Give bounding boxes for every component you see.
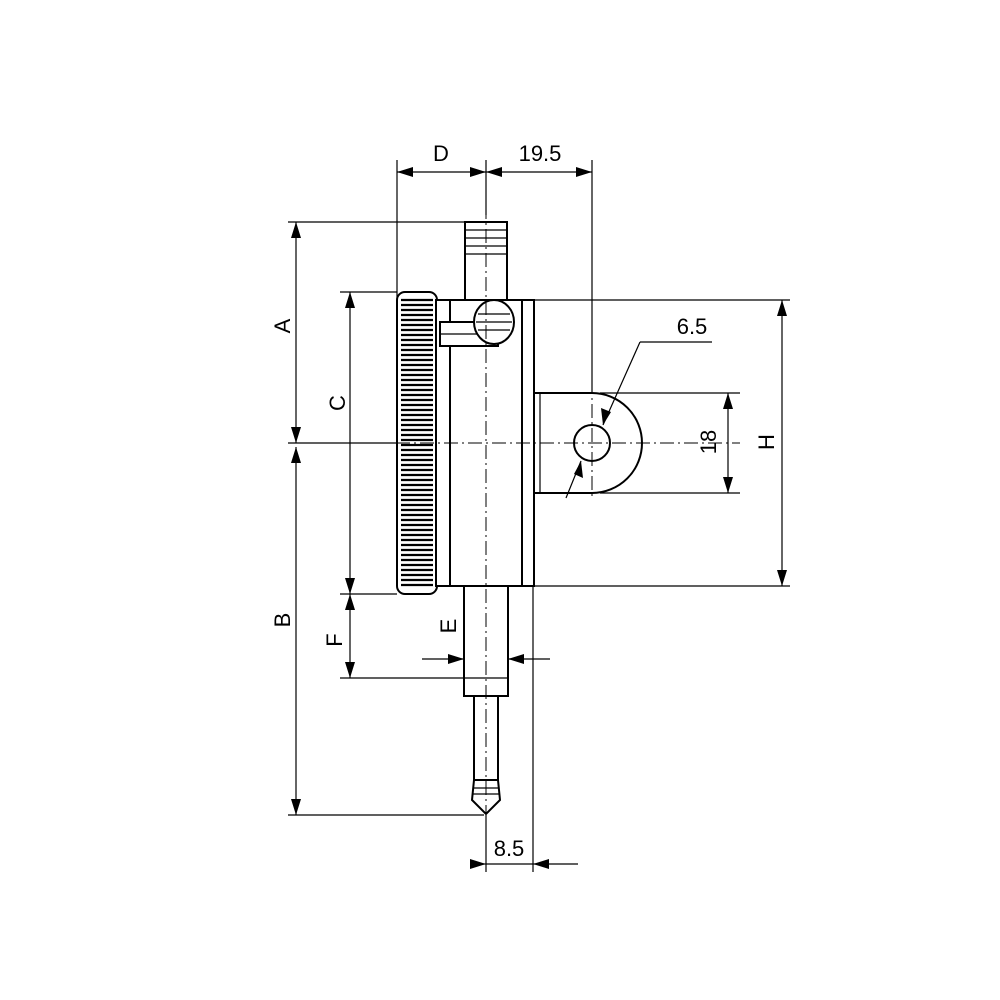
extension-lines bbox=[288, 160, 790, 872]
dim-label-f: F bbox=[322, 633, 347, 646]
dial-indicator-body bbox=[396, 221, 643, 816]
dim-label-a: A bbox=[270, 318, 295, 333]
dimension-lines bbox=[291, 167, 787, 869]
dim-label-6-5: 6.5 bbox=[677, 314, 708, 339]
dim-label-c: C bbox=[325, 395, 350, 411]
dim-label-d: D bbox=[433, 141, 449, 166]
dim-label-b: B bbox=[270, 613, 295, 628]
dim-label-19-5: 19.5 bbox=[519, 141, 562, 166]
dim-label-h: H bbox=[754, 434, 779, 450]
dim-label-e: E bbox=[436, 619, 461, 634]
bezel-knurling bbox=[401, 298, 433, 587]
dim-label-8-5: 8.5 bbox=[494, 836, 525, 861]
dim-label-18: 18 bbox=[696, 430, 721, 454]
